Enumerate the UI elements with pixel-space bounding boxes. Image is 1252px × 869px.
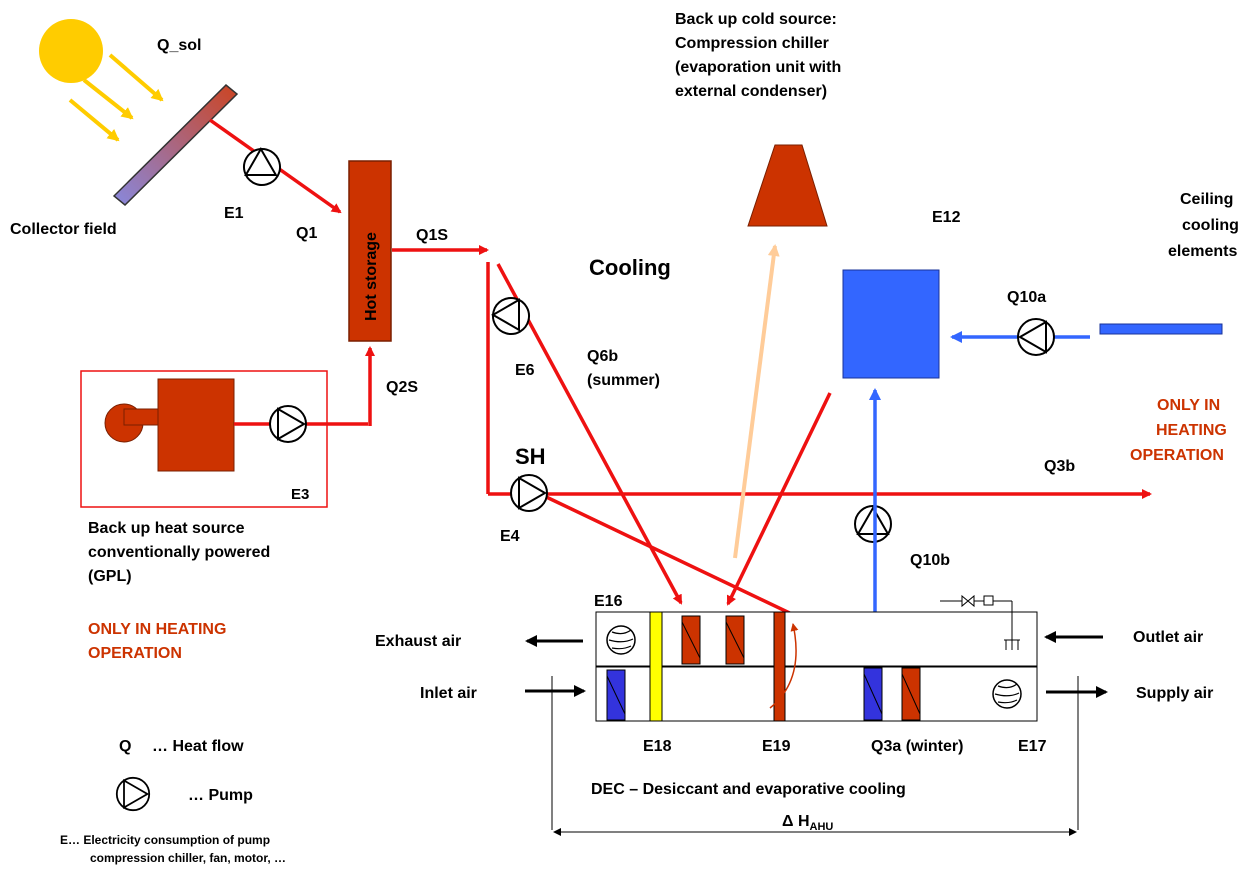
label-only-heating-right-3: OPERATION [1130,447,1224,464]
collector-panel [112,83,239,207]
label-e1: E1 [224,205,244,222]
label-supply-air: Supply air [1136,685,1213,702]
label-backup-cold-2: Compression chiller [675,35,829,52]
ahu-cooler-1-stripe [606,675,626,715]
sun-icon [39,19,103,83]
legend-pump-text: … Pump [188,787,253,804]
label-backup-cold-1: Back up cold source: [675,11,837,28]
label-hot-storage: Hot storage [363,232,380,321]
label-q6b-1: Q6b [587,348,618,365]
label-q1s: Q1S [416,227,448,244]
label-q2s: Q2S [386,379,418,396]
label-q1: Q1 [296,225,317,242]
pump-icon [115,776,151,812]
label-only-heating-left-1: ONLY IN HEATING [88,621,226,638]
label-q3b: Q3b [1044,458,1075,475]
label-inlet-air: Inlet air [420,685,477,702]
label-q10a: Q10a [1007,289,1046,306]
label-exhaust-air: Exhaust air [375,633,461,650]
hot-storage-tank [348,160,392,342]
flow-return-e12 [726,392,832,606]
label-ceiling-3: elements [1168,243,1237,260]
legend-q-text: … Heat flow [152,738,244,755]
label-q10b: Q10b [910,552,950,569]
pump-icon [510,474,548,512]
label-only-heating-left-2: OPERATION [88,645,182,662]
heat-recovery-wheel [773,611,786,722]
label-ceiling-2: cooling [1182,217,1239,234]
ahu-heater-3-stripe [901,673,921,715]
ahu-supply-section [595,666,1038,722]
desiccant-wheel [649,611,663,722]
label-cooling: Cooling [589,255,671,280]
label-backup-cold-3: (evaporation unit with [675,59,841,76]
backup-heat-box [80,370,328,508]
label-e18: E18 [643,738,672,755]
compression-chiller [747,144,828,227]
boiler [157,378,235,472]
legend-q-symbol: Q [119,738,131,755]
label-sh: SH [515,444,546,469]
recovery-flow-arrow [769,623,799,709]
ceiling-cooling-element [1099,323,1223,335]
sun-rays [68,53,164,142]
label-e3: E3 [291,486,309,503]
fan-icon [992,679,1022,709]
pump-icon [269,405,307,443]
label-q-sol: Q_sol [157,37,201,54]
label-e19: E19 [762,738,791,755]
ceiling-buffer-tank [842,269,940,379]
pump-icon [854,505,892,543]
label-e16: E16 [594,593,623,610]
label-backup-cold-4: external condenser) [675,83,827,100]
legend-e-text-1: E… Electricity consumption of pump [60,833,270,847]
label-backup-heat-1: Back up heat source [88,520,245,537]
ahu-cooler-2-stripe [863,673,883,715]
ahu-heater-1-stripe [681,621,701,659]
burner-pipe [123,408,161,426]
label-only-heating-right-2: HEATING [1156,422,1227,439]
label-e6: E6 [515,362,535,379]
label-delta-h: Δ HAHU [782,813,833,833]
fan-icon [606,625,636,655]
label-only-heating-right-1: ONLY IN [1157,397,1220,414]
pump-icon [485,290,537,342]
label-q6b-2: (summer) [587,372,660,389]
ahu-exhaust-section [595,611,1038,667]
label-e17: E17 [1018,738,1047,755]
ahu-heater-2-stripe [725,621,745,659]
label-outlet-air: Outlet air [1133,629,1203,646]
flow-chiller [733,244,780,559]
label-dec: DEC – Desiccant and evaporative cooling [591,781,906,798]
label-e4: E4 [500,528,520,545]
label-backup-heat-2: conventionally powered [88,544,270,561]
label-collector-field: Collector field [10,221,117,238]
label-e12: E12 [932,209,961,226]
legend-e-text-2: compression chiller, fan, motor, … [90,851,286,865]
pump-icon [1017,318,1055,356]
pump-icon [236,141,288,193]
label-q3a: Q3a (winter) [871,738,963,755]
valve-icon [940,594,1020,650]
label-backup-heat-3: (GPL) [88,568,132,585]
label-ceiling-1: Ceiling [1180,191,1233,208]
